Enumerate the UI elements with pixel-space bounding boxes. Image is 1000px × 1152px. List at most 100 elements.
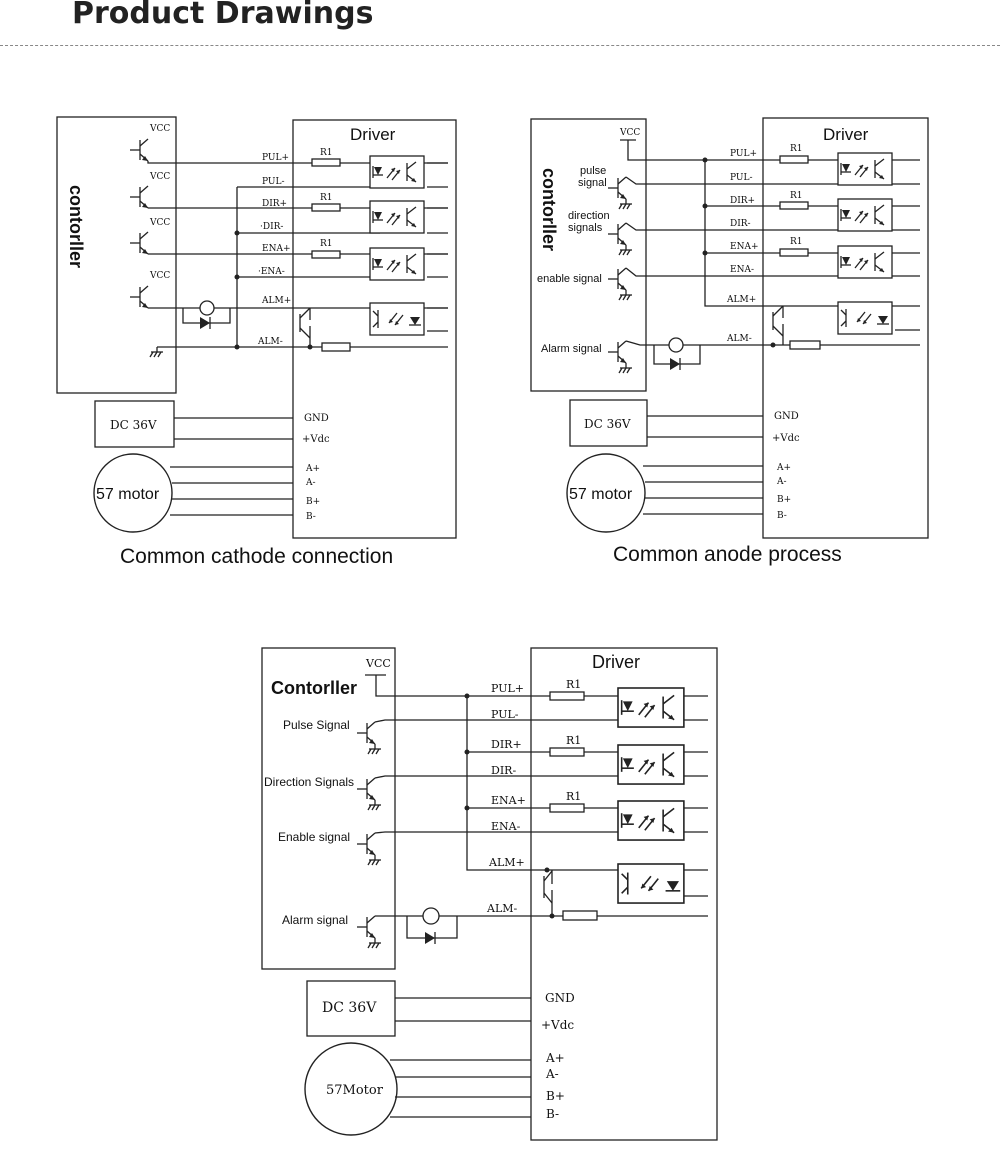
- optocoupler-pul: [369, 155, 425, 189]
- motor-pin-a-minus: A-: [545, 1067, 559, 1081]
- motor-pin-b-plus: B+: [777, 495, 791, 505]
- resistor-r1: [549, 747, 585, 757]
- vcc-label: VCC: [149, 271, 170, 281]
- resistor-r1: [311, 158, 341, 167]
- motor-pin-b-plus: B+: [546, 1089, 565, 1103]
- pin-alm-minus: ALM-: [726, 334, 752, 344]
- resistor-alm: [321, 342, 351, 352]
- driver-label: Driver: [350, 125, 396, 144]
- caption-common-anode: Common anode process: [613, 543, 842, 566]
- pin-dir-minus: ·DIR-: [260, 222, 283, 232]
- pin-pul-plus: PUL+: [491, 682, 524, 695]
- pin-pul-plus: PUL+: [262, 153, 289, 163]
- pin-dir-plus: DIR+: [262, 199, 287, 209]
- pin-dir-plus: DIR+: [730, 196, 755, 206]
- signal-label: Alarm signal: [282, 913, 348, 927]
- diagram-common-cathode: contorller Driver VCC VCC VCC VCC PUL+ P…: [56, 116, 457, 539]
- resistor-r1: [549, 803, 585, 813]
- vdc-label: +Vdc: [302, 434, 330, 445]
- pin-alm-plus: ALM+: [488, 856, 525, 869]
- diode-icon: [669, 357, 681, 371]
- optocoupler-dir: [369, 200, 425, 234]
- signal-label: Enable signal: [278, 830, 350, 844]
- pin-ena-plus: ENA+: [730, 242, 759, 252]
- pin-ena-plus: ENA+: [262, 244, 291, 254]
- optocoupler-ena: [837, 245, 893, 279]
- controller-label: Contorller: [271, 678, 357, 698]
- motor-circle: [93, 453, 173, 533]
- page-title: Product Drawings: [72, 0, 374, 31]
- resistor-r1: [779, 155, 809, 164]
- resistor-r1: [779, 201, 809, 210]
- pin-pul-minus: PUL-: [730, 173, 753, 183]
- pin-pul-minus: PUL-: [491, 708, 519, 721]
- pin-pul-minus: PUL-: [262, 177, 285, 187]
- pin-ena-minus: ENA-: [730, 265, 754, 275]
- controller-box: [530, 118, 647, 392]
- controller-label: contorller: [66, 185, 86, 268]
- optocoupler-alm: [617, 863, 685, 904]
- resistor-label: R1: [790, 237, 803, 247]
- driver-label: Driver: [823, 125, 869, 144]
- optocoupler-dir: [617, 744, 685, 785]
- pin-dir-plus: DIR+: [491, 738, 522, 751]
- optocoupler-pul: [617, 687, 685, 728]
- diagram-common-anode: contorller Driver VCC pulse signal direc…: [530, 117, 929, 539]
- resistor-label: R1: [790, 191, 803, 201]
- alarm-lamp: [668, 337, 684, 353]
- power-supply-box: [569, 399, 648, 447]
- resistor-r1: [779, 248, 809, 257]
- diode-icon: [199, 316, 211, 330]
- signal-label: enable signal: [537, 273, 602, 285]
- signal-label: Alarm signal: [541, 343, 602, 355]
- resistor-label: R1: [790, 144, 803, 154]
- pin-ena-minus: ·ENA-: [258, 267, 285, 277]
- title-divider: [0, 45, 1000, 46]
- signal-label: signal: [578, 177, 607, 189]
- signal-label: Pulse Signal: [283, 718, 350, 732]
- motor-pin-b-minus: B-: [546, 1107, 559, 1121]
- motor-circle: [304, 1042, 398, 1136]
- controller-label: contorller: [539, 168, 559, 251]
- optocoupler-alm: [369, 302, 425, 336]
- motor-pin-b-plus: B+: [306, 497, 320, 507]
- motor-pin-a-plus: A+: [305, 464, 320, 474]
- power-supply-label: DC 36V: [110, 418, 157, 432]
- power-supply-label: DC 36V: [584, 417, 631, 431]
- vcc-label: VCC: [149, 172, 170, 182]
- power-supply-box: [306, 980, 396, 1037]
- pin-pul-plus: PUL+: [730, 149, 757, 159]
- motor-pin-a-plus: A+: [545, 1051, 565, 1065]
- resistor-label: R1: [320, 148, 333, 158]
- motor-label: 57 motor: [96, 486, 160, 503]
- motor-circle: [566, 453, 646, 533]
- vcc-label: VCC: [149, 218, 170, 228]
- caption-common-cathode: Common cathode connection: [120, 545, 394, 568]
- pin-alm-minus: ALM-: [486, 902, 518, 915]
- vcc-label: VCC: [619, 128, 640, 138]
- alarm-lamp: [422, 907, 440, 925]
- optocoupler-ena: [617, 800, 685, 841]
- diagram-third: Contorller Driver VCC Pulse Signal Direc…: [261, 647, 718, 1141]
- motor-pin-a-minus: A-: [776, 477, 787, 487]
- resistor-label: R1: [566, 678, 581, 691]
- gnd-label: GND: [304, 413, 329, 424]
- diode-icon: [424, 931, 436, 945]
- resistor-label: R1: [566, 790, 581, 803]
- vdc-label: +Vdc: [772, 433, 800, 444]
- signal-label: direction: [568, 210, 610, 222]
- resistor-label: R1: [320, 193, 333, 203]
- signal-label: Direction Signals: [264, 775, 354, 789]
- optocoupler-pul: [837, 152, 893, 186]
- motor-pin-a-plus: A+: [776, 463, 791, 473]
- motor-label: 57Motor: [326, 1083, 384, 1098]
- gnd-label: GND: [545, 991, 575, 1005]
- motor-label: 57 motor: [569, 486, 633, 503]
- resistor-r1: [549, 691, 585, 701]
- pin-ena-plus: ENA+: [491, 794, 526, 807]
- alarm-lamp: [199, 300, 215, 316]
- pin-alm-plus: ALM+: [261, 296, 291, 306]
- pin-alm-plus: ALM+: [726, 295, 756, 305]
- pin-alm-minus: ALM-: [257, 337, 283, 347]
